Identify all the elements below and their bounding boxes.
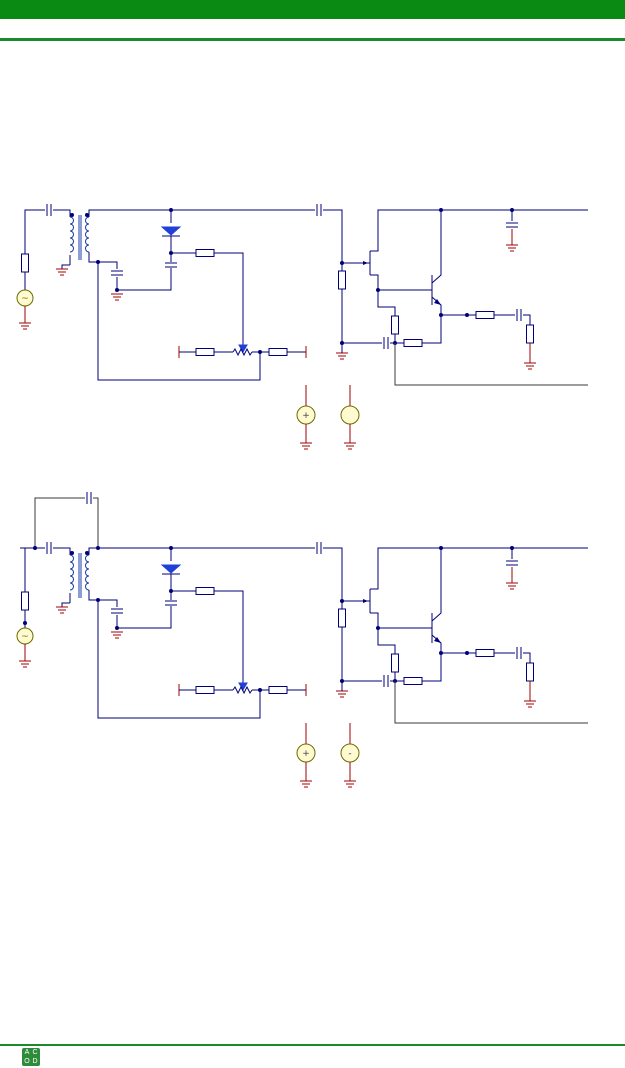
wire [214,590,244,685]
ac-source-symbol: ~ [21,632,29,642]
wire [377,628,396,655]
logo-glyph: C [32,1048,38,1056]
circuit-schematic-1: ~+ [16,204,588,450]
output-wire [394,343,588,386]
transformer-coil [85,554,90,591]
logo-glyph: A [24,1048,30,1056]
transformer-coil [69,216,74,253]
circuit-schematic-2: ~ + - [16,492,588,788]
wire [431,548,442,622]
wire [61,602,70,607]
diode-icon [160,226,182,236]
wire [370,209,588,252]
wire [422,315,442,344]
output-wire [394,681,588,724]
arrow-icon [363,599,368,603]
junction-dot [465,651,469,655]
wire [214,252,244,347]
resistor [21,591,29,611]
wire [88,547,315,555]
resistor [475,311,495,319]
wire [377,290,396,317]
wire [97,600,261,719]
resistor [403,339,423,347]
footer-rule [0,1044,625,1046]
wire [88,590,98,601]
junction-dot [465,313,469,317]
wire [61,264,70,269]
resistor [268,348,288,356]
dc-source-negative-icon [340,405,360,425]
wire [117,268,172,291]
wire [323,547,343,601]
bjt-emitter-arrow-icon [434,637,441,643]
wire [323,209,343,263]
resistor [475,649,495,657]
wire [422,653,442,682]
junction-dot [85,213,89,217]
transformer-coil [69,554,74,591]
publisher-logo-icon: A C O D [22,1048,40,1066]
feedback-wire [93,497,99,548]
wire [24,209,45,255]
logo-glyph: O [24,1057,30,1065]
wire [370,612,379,628]
resistor [403,677,423,685]
resistor [338,608,346,628]
feedback-wire [34,497,85,548]
wire [117,606,172,629]
dc-source-positive-icon-symbol: + [302,749,310,759]
wire [53,209,71,217]
bjt-emitter-arrow-icon [434,299,441,305]
dc-source-positive-icon-symbol: + [302,411,310,421]
resistor [195,587,215,595]
resistor [391,653,399,673]
resistor [391,315,399,335]
header-bar [0,0,625,19]
wire [98,599,118,607]
potentiometer-icon [232,685,253,695]
wire [53,547,71,555]
resistor [195,249,215,257]
wire [24,547,45,593]
junction-dot [85,551,89,555]
resistor [526,662,534,682]
resistor [268,686,288,694]
resistor [526,324,534,344]
resistor [195,348,215,356]
wire [370,274,379,290]
junction-dot [70,551,74,555]
header-rule [0,38,625,41]
resistor [195,686,215,694]
ac-source-symbol: ~ [21,294,29,304]
transformer-coil [85,216,90,253]
dc-source-negative-icon-symbol: - [348,749,351,759]
wire [88,252,98,263]
wire [97,262,261,381]
logo-glyph: D [32,1057,38,1065]
resistor [21,253,29,273]
wire [98,261,118,269]
wire [523,314,531,325]
resistor [338,270,346,290]
arrow-icon [363,261,368,265]
wire [523,652,531,663]
diode-icon [160,564,182,574]
junction-dot [70,213,74,217]
wire [370,547,588,590]
potentiometer-icon [232,347,253,357]
wire [431,210,442,284]
wire [88,209,315,217]
